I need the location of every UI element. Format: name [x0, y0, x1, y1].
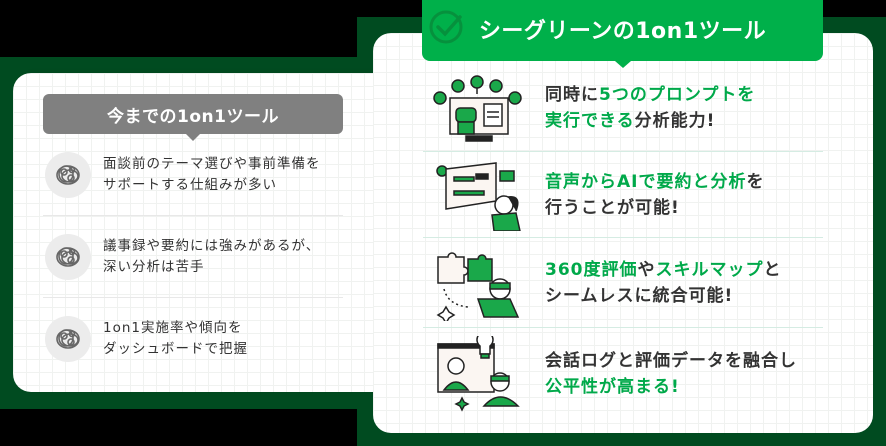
- old-item-line2: ダッシュボードで把握: [103, 340, 248, 357]
- old-item-line1: 議事録や要約には強みがあるが、: [103, 237, 321, 254]
- new-tool-item: 会話ログと評価データを融合し公平性が高まる!: [423, 328, 823, 420]
- old-tools-item: 面談前のテーマ選びや事前準備をサポートする仕組みが多い: [43, 134, 343, 216]
- conversation-lightbulb-illustration: [423, 334, 533, 414]
- body-text: 行うことが可能!: [545, 197, 680, 218]
- old-tools-item: 議事録や要約には強みがあるが、深い分析は苦手: [43, 216, 343, 298]
- old-tools-list: 面談前のテーマ選びや事前準備をサポートする仕組みが多い 議事録や要約には強みがあ…: [43, 134, 343, 379]
- old-item-line2: 深い分析は苦手: [103, 258, 205, 275]
- old-item-line1: 面談前のテーマ選びや事前準備を: [103, 155, 321, 172]
- new-tool-item-text: 360度評価やスキルマップとシームレスに統合可能!: [545, 257, 782, 309]
- voice-summary-board-illustration: [423, 155, 533, 235]
- highlight-text: 実行できる: [545, 110, 635, 131]
- puzzle-integration-illustration: [423, 243, 533, 323]
- body-text: を: [746, 171, 765, 192]
- new-tool-item-text: 音声からAIで要約と分析を行うことが可能!: [545, 169, 764, 221]
- body-text: 会話ログと評価データを融合し: [545, 351, 797, 371]
- old-tools-item: 1on1実施率や傾向をダッシュボードで把握: [43, 298, 343, 379]
- highlight-text: 音声からAIで要約と分析: [545, 171, 747, 192]
- new-tool-item: 音声からAIで要約と分析を行うことが可能!: [423, 152, 823, 238]
- body-text: や: [637, 259, 656, 280]
- scribble-icon: [45, 151, 91, 198]
- body-text: シームレスに統合可能!: [545, 285, 734, 306]
- new-tool-list: 同時に5つのプロンプトを実行できる分析能力! 音声からAIで要約と分析を行うこと…: [423, 64, 823, 420]
- new-tool-item-text: 会話ログと評価データを融合し公平性が高まる!: [545, 348, 797, 400]
- new-tool-item: 同時に5つのプロンプトを実行できる分析能力!: [423, 64, 823, 152]
- highlight-text: スキルマップ: [655, 259, 764, 280]
- robot-monitor-prompts-illustration: [423, 68, 533, 148]
- new-tool-item: 360度評価やスキルマップとシームレスに統合可能!: [423, 238, 823, 328]
- old-tools-title: 今までの1on1ツール: [43, 94, 343, 141]
- check-circle-icon: [428, 8, 466, 52]
- highlight-text: 公平性が高まる!: [545, 377, 680, 397]
- scribble-icon: [45, 233, 91, 280]
- new-tool-title: シーグリーンの1on1ツール: [478, 18, 767, 44]
- body-text: 同時に: [545, 84, 599, 105]
- body-text: 分析能力!: [634, 110, 716, 131]
- old-item-line1: 1on1実施率や傾向を: [103, 319, 243, 336]
- new-tool-item-text: 同時に5つのプロンプトを実行できる分析能力!: [545, 82, 755, 134]
- highlight-text: 360度評価: [545, 259, 638, 280]
- old-item-line2: サポートする仕組みが多い: [103, 176, 277, 193]
- new-tool-title-banner: シーグリーンの1on1ツール: [422, 0, 823, 68]
- highlight-text: 5つのプロンプトを: [599, 84, 756, 105]
- body-text: と: [763, 259, 782, 280]
- scribble-icon: [45, 315, 91, 362]
